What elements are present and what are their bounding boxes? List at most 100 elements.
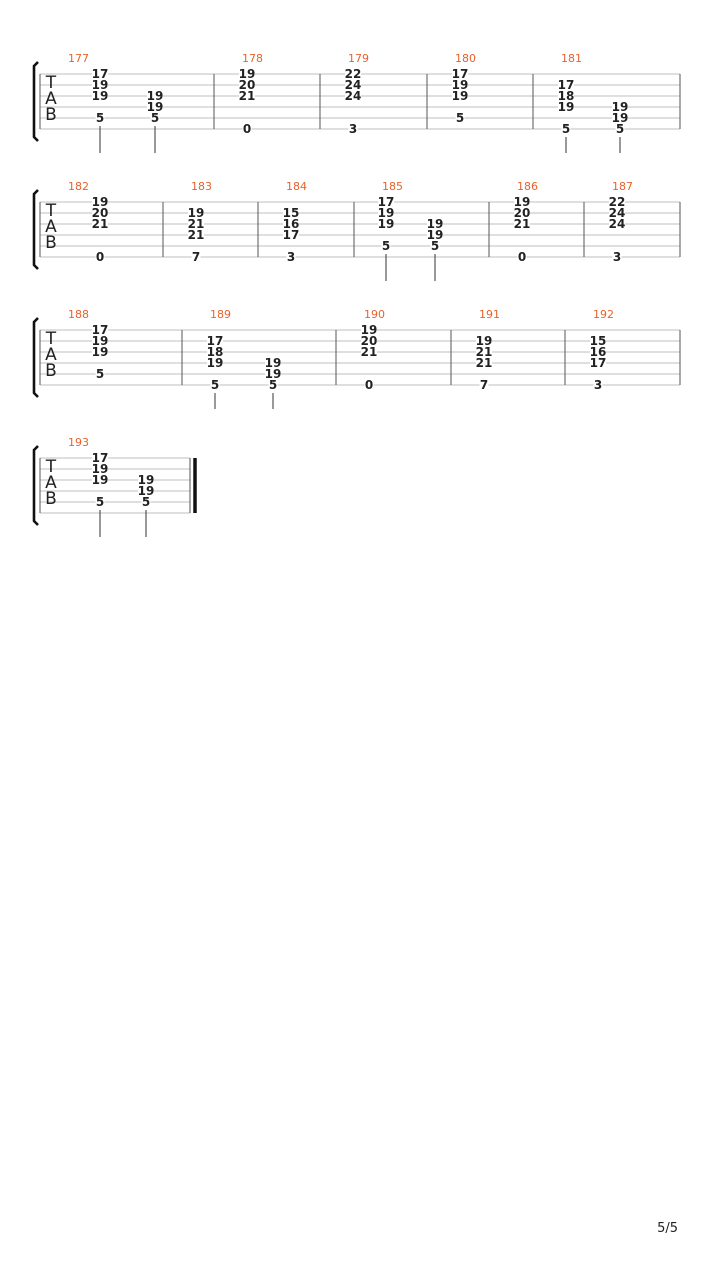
fret-number: 21 <box>514 217 531 231</box>
fret-mask <box>265 358 281 368</box>
fret-number: 19 <box>378 217 395 231</box>
fret-mask <box>207 347 223 357</box>
fret-number: 17 <box>452 67 469 81</box>
measure-number: 177 <box>68 52 89 65</box>
fret-number: 19 <box>188 206 205 220</box>
fret-number: 19 <box>427 217 444 231</box>
fret-number: 22 <box>609 195 626 209</box>
fret-mask <box>476 347 492 357</box>
fret-mask <box>381 241 391 251</box>
fret-number: 21 <box>361 345 378 359</box>
fret-number: 17 <box>590 356 607 370</box>
fret-mask <box>92 91 108 101</box>
fret-number: 19 <box>239 67 256 81</box>
tab-clef-letter: A <box>45 217 57 237</box>
fret-number: 19 <box>265 367 282 381</box>
fret-mask <box>364 380 374 390</box>
fret-number: 15 <box>590 334 607 348</box>
fret-mask <box>283 219 299 229</box>
fret-mask <box>92 80 108 90</box>
fret-mask <box>361 325 377 335</box>
fret-number: 17 <box>558 78 575 92</box>
fret-mask <box>207 358 223 368</box>
fret-mask <box>514 219 530 229</box>
fret-mask <box>558 91 574 101</box>
measure-number: 180 <box>455 52 476 65</box>
fret-mask <box>514 208 530 218</box>
fret-mask <box>92 336 108 346</box>
tab-clef-letter: T <box>45 329 57 349</box>
fret-mask <box>609 197 625 207</box>
fret-number: 19 <box>265 356 282 370</box>
system-bracket <box>32 445 39 526</box>
fret-mask <box>188 219 204 229</box>
fret-mask <box>590 358 606 368</box>
fret-mask <box>558 102 574 112</box>
fret-mask <box>345 80 361 90</box>
fret-mask <box>283 208 299 218</box>
fret-number: 5 <box>96 495 104 509</box>
fret-mask <box>348 124 358 134</box>
tab-clef-letter: T <box>45 73 57 93</box>
fret-mask <box>345 91 361 101</box>
fret-mask <box>239 69 255 79</box>
fret-number: 19 <box>138 473 155 487</box>
fret-number: 5 <box>151 111 159 125</box>
fret-mask <box>286 252 296 262</box>
fret-mask <box>452 80 468 90</box>
fret-mask <box>615 124 625 134</box>
fret-number: 19 <box>452 89 469 103</box>
fret-number: 19 <box>612 100 629 114</box>
measure-number: 181 <box>561 52 582 65</box>
fret-mask <box>378 197 394 207</box>
system-bracket <box>32 61 39 142</box>
fret-number: 0 <box>365 378 373 392</box>
fret-number: 0 <box>96 250 104 264</box>
fret-mask <box>147 102 163 112</box>
fret-number: 19 <box>361 323 378 337</box>
fret-mask <box>207 336 223 346</box>
fret-number: 3 <box>613 250 621 264</box>
fret-mask <box>378 219 394 229</box>
tab-clef-letter: A <box>45 473 57 493</box>
tab-clef-letter: B <box>45 233 57 253</box>
fret-mask <box>561 124 571 134</box>
measure-number: 193 <box>68 436 89 449</box>
fret-mask <box>210 380 220 390</box>
fret-number: 21 <box>476 356 493 370</box>
fret-number: 19 <box>612 111 629 125</box>
tab-clef-letter: B <box>45 105 57 125</box>
system-bracket <box>32 317 39 398</box>
fret-mask <box>191 252 201 262</box>
fret-mask <box>95 252 105 262</box>
fret-number: 19 <box>147 100 164 114</box>
fret-number: 7 <box>192 250 200 264</box>
fret-number: 17 <box>207 334 224 348</box>
measure-number: 187 <box>612 180 633 193</box>
fret-number: 17 <box>283 228 300 242</box>
fret-mask <box>361 336 377 346</box>
fret-number: 21 <box>476 345 493 359</box>
fret-mask <box>141 497 151 507</box>
fret-number: 19 <box>92 345 109 359</box>
fret-number: 19 <box>452 78 469 92</box>
fret-mask <box>427 230 443 240</box>
fret-number: 19 <box>92 473 109 487</box>
tab-clef-letter: A <box>45 89 57 109</box>
fret-mask <box>427 219 443 229</box>
tab-clef-letter: T <box>45 201 57 221</box>
tab-clef-letter: B <box>45 489 57 509</box>
fret-number: 19 <box>92 89 109 103</box>
fret-mask <box>345 69 361 79</box>
fret-mask <box>452 91 468 101</box>
measure-number: 191 <box>479 308 500 321</box>
fret-mask <box>239 91 255 101</box>
fret-number: 21 <box>188 228 205 242</box>
fret-mask <box>92 464 108 474</box>
measure-number: 188 <box>68 308 89 321</box>
fret-mask <box>138 475 154 485</box>
fret-number: 20 <box>514 206 531 220</box>
fret-number: 19 <box>427 228 444 242</box>
fret-number: 19 <box>92 195 109 209</box>
